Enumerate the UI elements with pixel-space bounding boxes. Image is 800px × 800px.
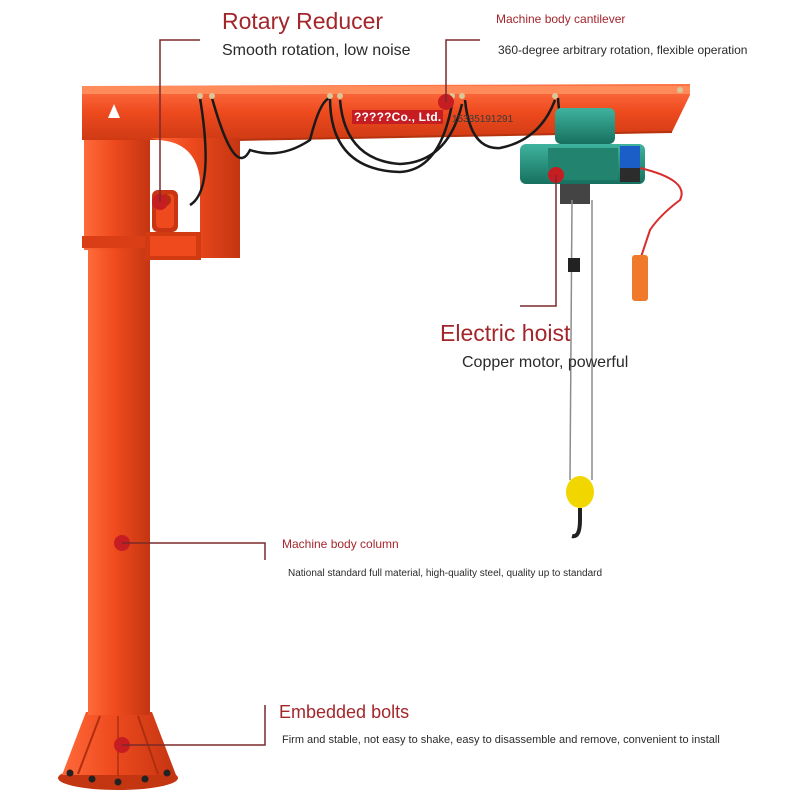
cantilever-title: Machine body cantilever <box>496 12 626 26</box>
rotary-reducer-desc: Smooth rotation, low noise <box>222 42 411 59</box>
callout-leader-lines <box>122 39 557 746</box>
column <box>82 118 152 715</box>
electric-hoist-desc: Copper motor, powerful <box>462 354 629 371</box>
beam-gusset <box>150 138 240 258</box>
embedded-bolts-desc: Firm and stable, not easy to shake, easy… <box>282 734 720 746</box>
hoist-rope-hook <box>566 199 594 539</box>
pendant-controller <box>632 167 683 301</box>
embedded-bolts-title: Embedded bolts <box>279 702 410 722</box>
column-desc: National standard full material, high-qu… <box>288 568 603 579</box>
anchor-bolts <box>66 769 171 786</box>
company-name: ?????Co., Ltd. <box>352 110 444 124</box>
power-cables <box>189 96 571 207</box>
electric-hoist-title: Electric hoist <box>440 320 571 346</box>
cantilever-desc: 360-degree arbitrary rotation, flexible … <box>498 43 748 57</box>
column-title: Machine body column <box>282 537 399 551</box>
callout-markers <box>114 94 564 753</box>
company-phone: 15335191291 <box>452 114 514 125</box>
rotary-reducer-title: Rotary Reducer <box>222 8 384 34</box>
